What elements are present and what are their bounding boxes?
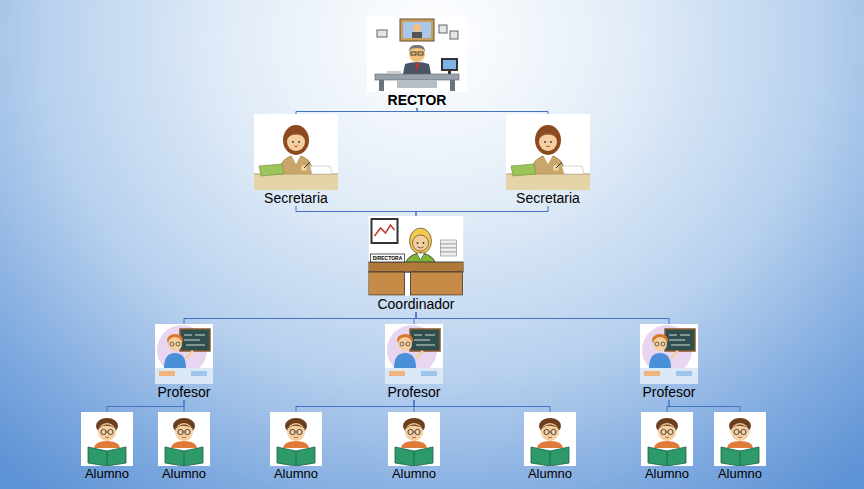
picture-slot [155,324,213,384]
node-label: Profesor [155,384,213,400]
picture-slot [640,324,698,384]
org-connector [296,108,417,114]
node-label: Secretaria [254,190,338,206]
picture-slot [385,324,443,384]
student-picture [388,412,440,466]
org-connector [416,206,548,216]
teacher-box: Profesor [385,324,443,400]
node-label: Alumno [81,466,133,482]
node-label: Secretaria [506,190,590,206]
org-connector [416,312,669,324]
teacher-picture [385,324,443,384]
org-connector [296,400,414,412]
teacher-box: Profesor [155,324,213,400]
secretary-box: Secretaria [254,114,338,206]
student-box: Alumno [641,412,693,482]
rector-picture [367,16,467,92]
student-picture [270,412,322,466]
student-box: Alumno [270,412,322,482]
student-box: Alumno [524,412,576,482]
teacher-picture [155,324,213,384]
node-label: Alumno [714,466,766,482]
student-picture [524,412,576,466]
org-connector [184,400,185,412]
student-box: Alumno [158,412,210,482]
node-label: Alumno [524,466,576,482]
coordinator-picture [369,216,464,296]
org-connector [414,400,550,412]
node-label: Profesor [640,384,698,400]
picture-slot [714,412,766,466]
student-box: Alumno [388,412,440,482]
picture-slot [81,412,133,466]
picture-slot [367,16,467,92]
coordinator-box: Coordinador [369,216,464,312]
secretary-picture [254,114,338,190]
node-label: Alumno [158,466,210,482]
picture-slot [254,114,338,190]
node-label: Alumno [641,466,693,482]
student-picture [641,412,693,466]
student-box: Alumno [81,412,133,482]
desk-sign-text: DIRECTORA [371,254,405,262]
picture-slot [270,412,322,466]
secretary-picture [506,114,590,190]
org-connector [296,206,416,216]
picture-slot [524,412,576,466]
picture-slot [388,412,440,466]
secretary-box: Secretaria [506,114,590,206]
node-label: Alumno [388,466,440,482]
org-connector [107,400,184,412]
org-connector [669,400,740,412]
student-box: Alumno [714,412,766,482]
teacher-box: Profesor [640,324,698,400]
node-label: Coordinador [369,296,464,312]
rector-box: RECTOR [367,16,467,108]
student-picture [158,412,210,466]
student-picture [714,412,766,466]
org-connector [184,312,416,324]
picture-slot [641,412,693,466]
node-label: RECTOR [367,92,467,108]
org-connector [417,108,548,114]
node-label: Alumno [270,466,322,482]
picture-slot [158,412,210,466]
student-picture [81,412,133,466]
node-label: Profesor [385,384,443,400]
picture-slot [506,114,590,190]
teacher-picture [640,324,698,384]
